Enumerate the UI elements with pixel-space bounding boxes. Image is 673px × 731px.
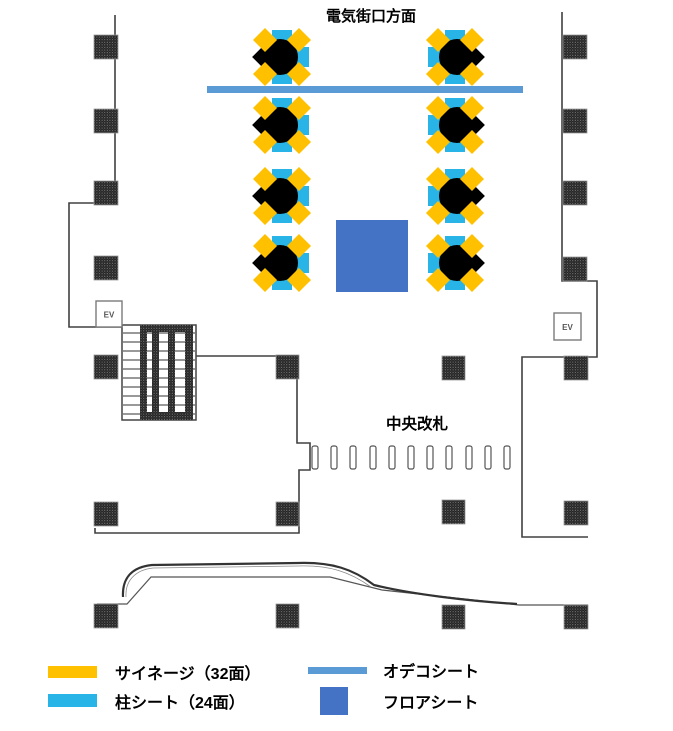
column [275,501,300,527]
wall-outlines [68,12,598,538]
ticket-gate [330,445,338,470]
pillar-marker-icon [252,233,312,293]
passage-outline [97,576,588,606]
column [93,501,119,527]
column [563,355,589,381]
left-wall [68,15,122,328]
ticket-gate [465,445,473,470]
column [93,603,119,629]
column [93,255,119,281]
ticket-gate [349,445,357,470]
ticket-gate [503,445,511,470]
column [441,355,466,381]
pillar-marker-icon [425,233,485,293]
column [563,604,589,630]
ticket-gate [311,445,319,470]
pillar-marker-icon [425,27,485,87]
direction-title: 電気街口方面 [326,7,416,25]
legend-swatch-pillar-sheet [48,694,97,707]
elevator-right: EV [553,312,582,341]
column [441,604,466,630]
ticket-gate [369,445,377,470]
legend-label-signage: サイネージ（32面） [115,665,260,683]
legend-label-floor-sheet: フロアシート [383,695,478,712]
column [562,108,588,134]
legend-label-odeko-sheet: オデコシート [383,662,479,681]
column [93,34,119,60]
ticket-gate [445,445,453,470]
column [275,354,300,380]
column [275,603,300,629]
pillar-marker-icon [252,166,312,226]
stair-rails [140,325,193,420]
legend-swatch-floor-sheet [320,687,348,715]
column [562,180,588,206]
pillar-marker-icon [252,95,312,155]
column [93,108,119,134]
ticket-gates [311,445,511,470]
bottom-passage [97,561,588,606]
column [562,34,588,60]
ticket-gate [407,445,415,470]
column [563,500,589,526]
passage-curve [121,561,518,606]
ticket-gate [426,445,434,470]
legend-swatch-odeko-sheet [308,667,367,674]
stairs [121,324,197,421]
elevator-label: EV [104,311,115,320]
pillar-marker-icon [425,166,485,226]
pillar-marker-icon [252,27,312,87]
pillar-marker-icon [425,95,485,155]
central-gate-label: 中央改札 [386,414,449,433]
column [441,499,466,525]
column [93,354,119,380]
column [562,256,588,282]
floor-sheet-area [336,220,408,292]
elevator-label: EV [562,323,573,332]
legend-label-pillar-sheet: 柱シート（24面） [115,693,245,712]
structural-columns [93,34,589,630]
elevator-left: EV [95,300,123,328]
odeko-sheet-strip [207,86,523,93]
passage-curve-inner [125,565,372,598]
ticket-gate [388,445,396,470]
right-wall [521,12,598,538]
gate-corridor-left-wall [94,355,311,534]
ticket-gate [484,445,492,470]
legend-swatch-signage [48,666,97,678]
legend: サイネージ（32面） 柱シート（24面） オデコシート フロアシート [48,662,479,715]
column [93,180,119,206]
